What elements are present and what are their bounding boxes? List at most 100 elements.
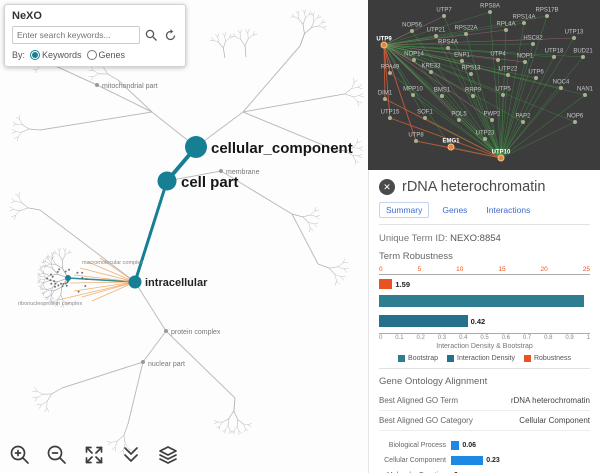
network-node[interactable]: [572, 36, 576, 40]
network-node[interactable]: [545, 14, 549, 18]
radio-keywords-label: Keywords: [42, 50, 82, 60]
search-by-label: By:: [12, 50, 26, 60]
network-edge: [383, 44, 586, 96]
search-icon[interactable]: [144, 28, 159, 43]
network-node[interactable]: [446, 46, 450, 50]
tree-node-cellular-component[interactable]: [185, 136, 207, 158]
network-edge: [472, 95, 502, 159]
network-edge: [500, 22, 525, 159]
tab-summary[interactable]: Summary: [379, 202, 430, 218]
network-node[interactable]: [383, 97, 387, 101]
interaction-density-value: 0.42: [470, 316, 486, 326]
fit-to-screen-button[interactable]: [82, 443, 106, 467]
network-node[interactable]: [490, 118, 494, 122]
network-node[interactable]: [488, 10, 492, 14]
network-node-label: RRP9: [465, 88, 482, 94]
network-node[interactable]: [471, 94, 475, 98]
network-node[interactable]: [559, 86, 563, 90]
network-node[interactable]: [504, 28, 508, 32]
network-edge: [500, 87, 562, 159]
network-node[interactable]: [457, 118, 461, 122]
network-node[interactable]: [388, 71, 392, 75]
network-node[interactable]: [501, 93, 505, 97]
term-title: rDNA heterochromatin: [402, 179, 546, 195]
network-node[interactable]: [523, 60, 527, 64]
network-node[interactable]: [460, 59, 464, 63]
network-node-label: UTP7: [436, 8, 452, 14]
network-node[interactable]: [440, 94, 444, 98]
network-node[interactable]: [410, 29, 414, 33]
network-node[interactable]: [423, 116, 427, 120]
network-node[interactable]: [573, 120, 577, 124]
network-node[interactable]: [464, 32, 468, 36]
network-edge: [389, 72, 502, 159]
network-edge: [383, 15, 445, 46]
network-node[interactable]: [581, 55, 585, 59]
tree-label-ribonucleoprotein-complex: ribonucleoprotein complex: [18, 301, 82, 307]
network-node-label: UTP18: [545, 49, 564, 55]
tree-node-selected-term[interactable]: [65, 275, 71, 281]
expand-levels-button[interactable]: [119, 443, 143, 467]
network-edge: [383, 44, 426, 119]
network-node[interactable]: [411, 93, 415, 97]
network-node[interactable]: [531, 42, 535, 46]
tab-interactions[interactable]: Interactions: [486, 205, 531, 215]
network-node[interactable]: [506, 73, 510, 77]
network-node-label: NOP1: [517, 54, 534, 60]
zoom-in-button[interactable]: [8, 443, 32, 467]
network-node-label: HSC82: [523, 36, 543, 42]
network-node[interactable]: [534, 76, 538, 80]
network-node[interactable]: [552, 55, 556, 59]
network-node-label: RPS8A: [480, 4, 500, 10]
network-node[interactable]: [429, 70, 433, 74]
network-node[interactable]: [469, 72, 473, 76]
network-node[interactable]: [583, 93, 587, 97]
tree-label-mitochondrial-part: mitochondrial part: [102, 83, 158, 90]
network-node[interactable]: [412, 58, 416, 62]
tree-node-cell-part[interactable]: [157, 171, 177, 191]
network-node[interactable]: [388, 116, 392, 120]
zoom-out-button[interactable]: [45, 443, 69, 467]
network-node[interactable]: [496, 58, 500, 62]
ontology-tree-panel[interactable]: mitochondrial part membrane protein comp…: [0, 0, 368, 473]
network-node-label: BUD21: [573, 49, 593, 55]
tree-node-nuclear-part[interactable]: [141, 360, 145, 364]
network-node[interactable]: [414, 139, 418, 143]
tree-node-mitochondrial-part[interactable]: [95, 83, 99, 87]
bootstrap-bar: [379, 295, 584, 307]
tree-node-intracellular[interactable]: [128, 275, 142, 289]
search-input[interactable]: [12, 26, 140, 44]
radio-genes[interactable]: [86, 50, 97, 60]
ontology-tree-canvas[interactable]: mitochondrial part membrane protein comp…: [0, 0, 368, 473]
network-node[interactable]: [497, 154, 505, 162]
network-node[interactable]: [447, 143, 455, 151]
radio-keywords[interactable]: [30, 50, 41, 60]
network-node[interactable]: [434, 34, 438, 38]
network-node[interactable]: [522, 21, 526, 25]
tree-node-protein-complex[interactable]: [164, 329, 168, 333]
network-edge: [461, 60, 502, 159]
network-edge: [435, 35, 502, 159]
legend-swatch-robustness: [523, 355, 531, 362]
network-node[interactable]: [442, 14, 446, 18]
network-node[interactable]: [380, 41, 388, 49]
layers-button[interactable]: [156, 443, 180, 467]
gene-network-canvas[interactable]: UTP9NOP56UTP21UTP7RPS22ARPS8ARPL4ARPS14A…: [368, 0, 600, 170]
tree-node-membrane[interactable]: [219, 169, 223, 173]
tab-genes[interactable]: Genes: [442, 205, 468, 215]
network-edge: [500, 121, 524, 159]
network-node[interactable]: [521, 120, 525, 124]
network-node-label: ENP1: [454, 53, 470, 59]
term-robustness-heading: Term Robustness: [379, 251, 453, 262]
close-icon[interactable]: ✕: [379, 179, 395, 195]
network-edge: [383, 37, 575, 46]
interaction-density-bar: [379, 315, 468, 327]
network-node-label: UTP13: [565, 30, 584, 36]
reset-icon[interactable]: [163, 28, 178, 43]
tree-label-intracellular: intracellular: [145, 277, 208, 289]
network-node[interactable]: [483, 137, 487, 141]
network-edge-highlight: [415, 140, 502, 159]
